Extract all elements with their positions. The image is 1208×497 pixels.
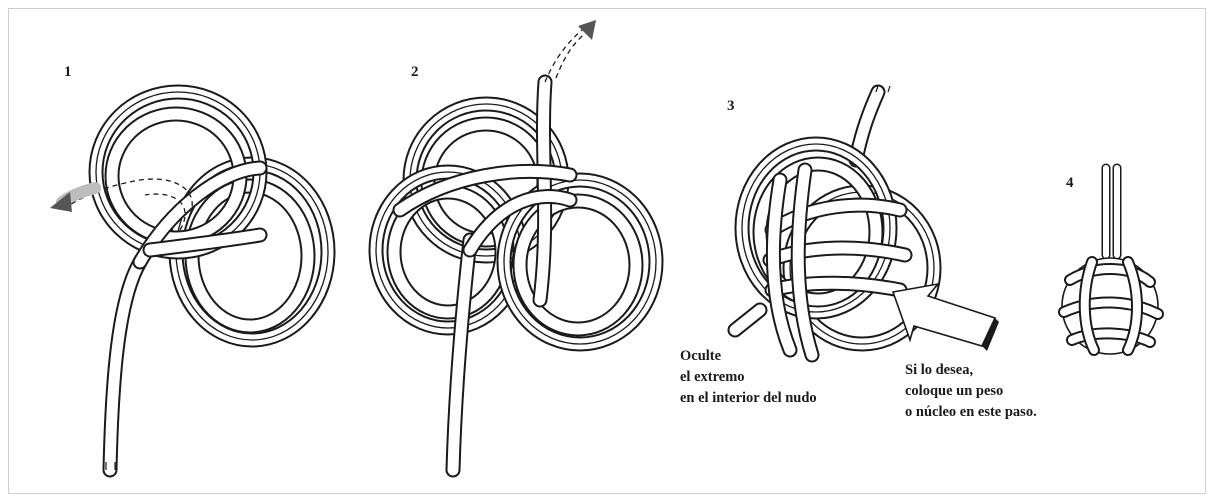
caption-line: en el interior del nudo xyxy=(680,388,817,409)
caption-line: o núcleo en este paso. xyxy=(905,402,1037,423)
step-number-4: 4 xyxy=(1066,175,1074,192)
step-number-1: 1 xyxy=(64,64,72,81)
caption-line: coloque un peso xyxy=(905,381,1037,402)
step-number-3: 3 xyxy=(727,98,735,115)
caption-line: el extremo xyxy=(680,367,817,388)
step-2-figure xyxy=(376,20,656,470)
step-4-figure xyxy=(1062,168,1158,354)
caption-hide-end: Oculte el extremo en el interior del nud… xyxy=(680,346,817,409)
caption-line: Si lo desea, xyxy=(905,360,1037,381)
step-1-figure xyxy=(50,92,328,470)
arrow-left-icon xyxy=(50,192,72,212)
caption-weight: Si lo desea, coloque un peso o núcleo en… xyxy=(905,360,1037,423)
step-number-2: 2 xyxy=(411,64,419,81)
step-3-figure xyxy=(735,86,999,355)
insert-weight-arrow-icon xyxy=(893,284,995,346)
caption-line: Oculte xyxy=(680,346,817,367)
